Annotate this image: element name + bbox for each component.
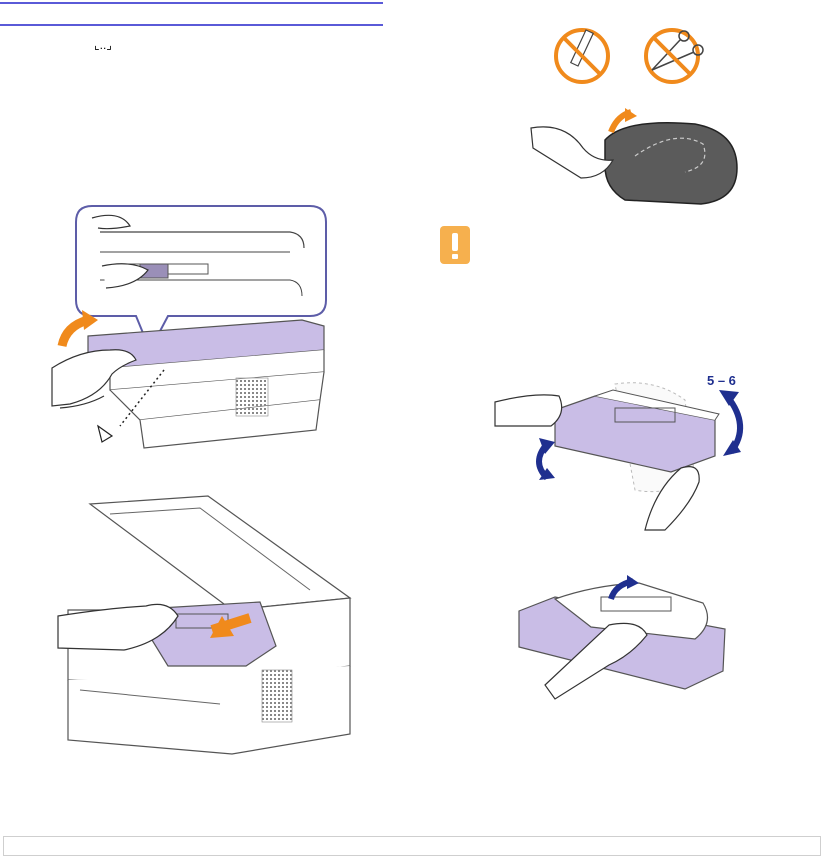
caution-icon bbox=[440, 226, 470, 264]
figure-no-sharp-objects bbox=[554, 28, 704, 84]
shake-count-label: 5 – 6 bbox=[707, 373, 736, 388]
page-footer-frame bbox=[3, 836, 821, 856]
no-knife-icon bbox=[554, 28, 610, 84]
figure-remove-cartridge bbox=[57, 495, 352, 755]
figure-shake-cartridge bbox=[494, 382, 744, 531]
no-scissors-icon bbox=[644, 28, 704, 84]
figure-remove-paper bbox=[518, 575, 726, 700]
header-rule-top bbox=[0, 2, 383, 4]
figure-open-cover bbox=[51, 205, 327, 449]
figure-open-bag bbox=[530, 108, 738, 205]
header-rule-bottom bbox=[0, 24, 383, 26]
reference-symbol: ⌞..⌟ bbox=[94, 38, 112, 52]
